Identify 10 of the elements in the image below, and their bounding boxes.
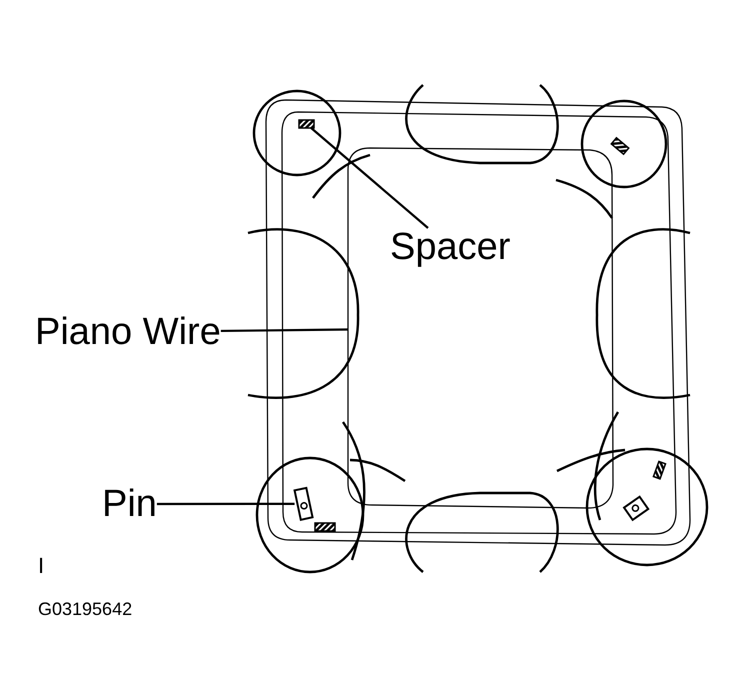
- leader-line: [156, 502, 295, 506]
- piano-wire: [347, 147, 614, 509]
- part-label: Spacer: [390, 228, 510, 266]
- part-label: Piano Wire: [35, 313, 221, 351]
- figure-code: G03195642: [38, 600, 132, 618]
- leader-line: [310, 127, 429, 229]
- leader-line: [220, 328, 348, 332]
- spacer: [298, 119, 315, 129]
- part-label: Pin: [102, 485, 157, 523]
- figure-mark: I: [38, 555, 44, 577]
